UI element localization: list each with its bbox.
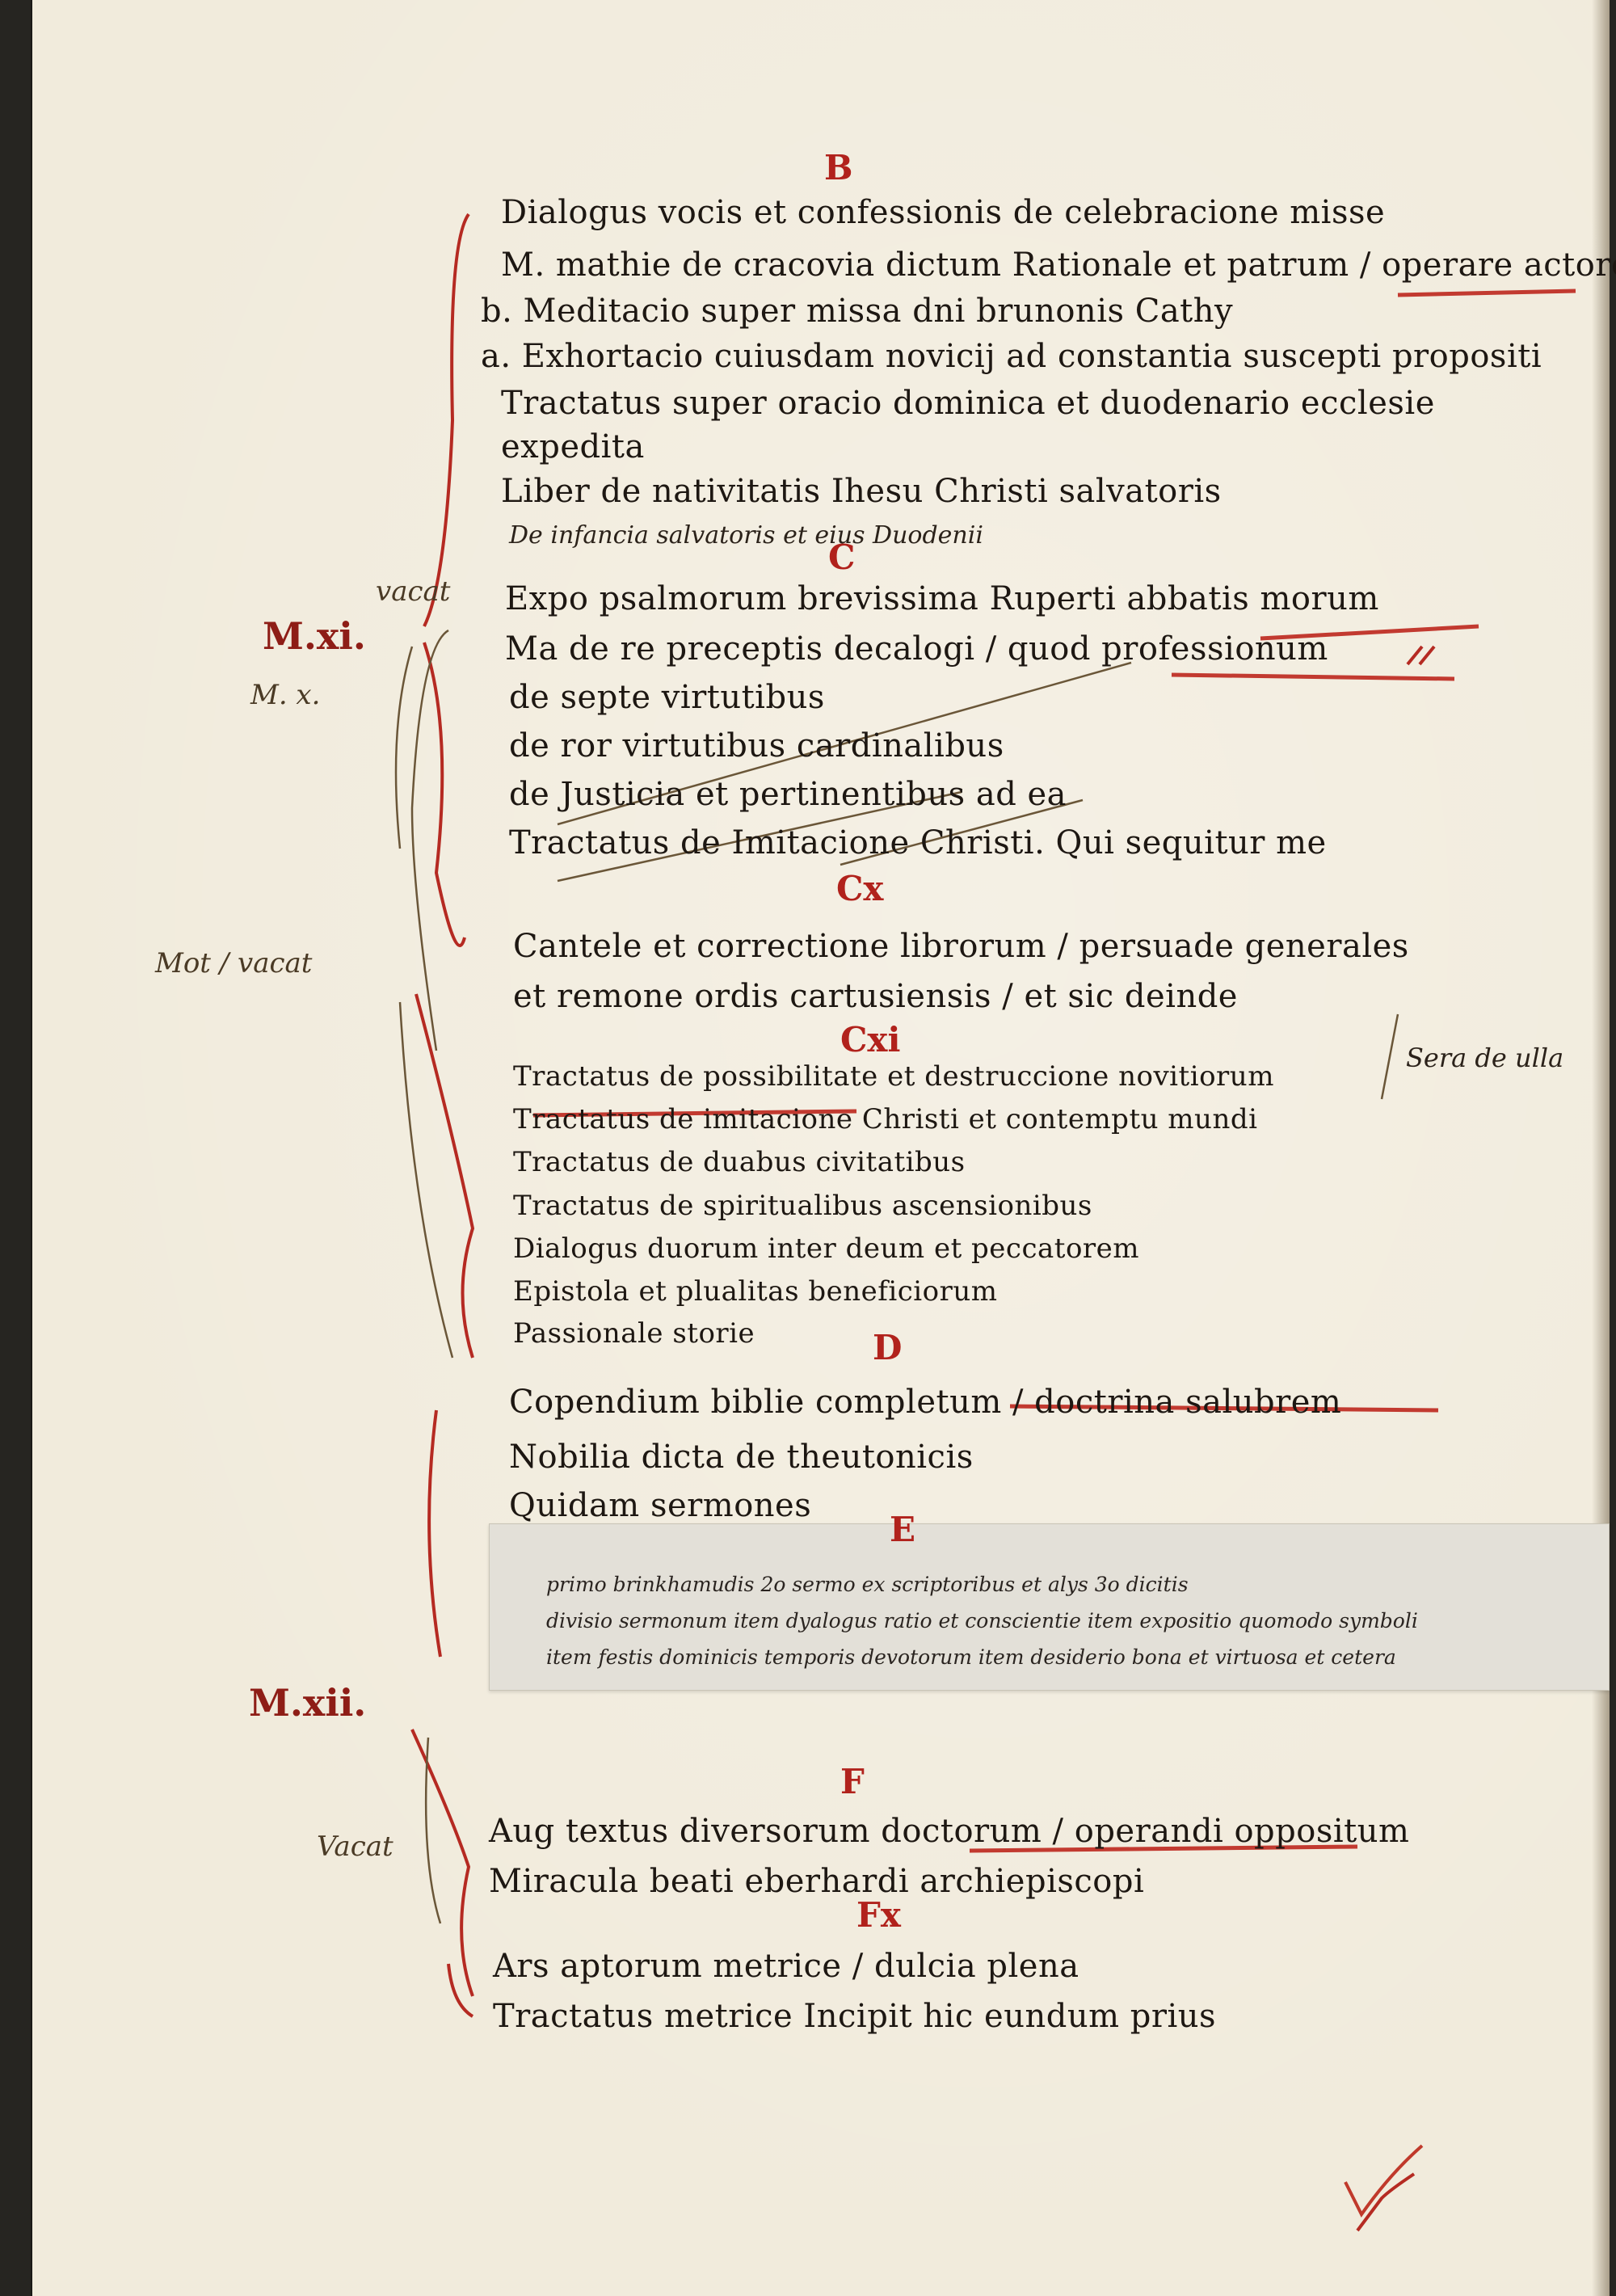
entry-line: Epistola et plualitas beneficiorum bbox=[513, 1275, 998, 1308]
entry-line: Dialogus duorum inter deum et peccatorem bbox=[513, 1232, 1140, 1265]
manuscript-page: M.xi. M.xii. vacat M. x. Mot / vacat Vac… bbox=[31, 0, 1616, 2296]
entry-line: Passionale storie bbox=[513, 1317, 755, 1350]
entry-line: Quidam sermones bbox=[509, 1487, 812, 1524]
entry-line: Expo psalmorum brevissima Ruperti abbati… bbox=[505, 580, 1379, 617]
section-heading-c: C bbox=[828, 537, 856, 577]
entry-line: Tractatus de imitacione Christi et conte… bbox=[513, 1103, 1258, 1135]
slip-line: divisio sermonum item dyalogus ratio et … bbox=[546, 1609, 1418, 1632]
entry-line: de Justicia et pertinentibus ad ea bbox=[509, 776, 1067, 813]
entry-line: Liber de nativitatis Ihesu Christi salva… bbox=[501, 473, 1222, 510]
shelfmark-mxii: M.xii. bbox=[249, 1681, 367, 1725]
section-heading-b: B bbox=[824, 148, 853, 187]
section-heading-d: D bbox=[873, 1328, 903, 1367]
margin-note-vacat-2: Vacat bbox=[317, 1830, 393, 1863]
entry-line: Aug textus diversorum doctorum / operand… bbox=[489, 1813, 1410, 1850]
entry-line: Dialogus vocis et confessionis de celebr… bbox=[501, 194, 1386, 231]
entry-line: Ma de re preceptis decalogi / quod profe… bbox=[505, 630, 1328, 668]
entry-line: Tractatus metrice Incipit hic eundum pri… bbox=[493, 1998, 1217, 2035]
shelfmark-mxi: M.xi. bbox=[263, 614, 366, 658]
entry-line: et remone ordis cartusiensis / et sic de… bbox=[513, 978, 1238, 1015]
pasted-paper-slip: E primo brinkhamudis 2o sermo ex scripto… bbox=[489, 1510, 1610, 1691]
section-heading-cx: Cx bbox=[836, 869, 884, 908]
margin-note-vacat: vacat bbox=[376, 575, 451, 608]
section-heading-cxi: Cxi bbox=[840, 1020, 901, 1060]
margin-note-mot-vacat: Mot / vacat bbox=[155, 947, 313, 979]
entry-line: Tractatus de spiritualibus ascensionibus bbox=[513, 1190, 1092, 1222]
entry-line: Miracula beati eberhardi archiepiscopi bbox=[489, 1863, 1145, 1900]
side-note-sera-de-ulla: Sera de ulla bbox=[1406, 1043, 1564, 1073]
entry-line: Tractatus super oracio dominica et duode… bbox=[501, 385, 1435, 422]
margin-note-mx: M. x. bbox=[250, 679, 321, 711]
entry-line: Tractatus de Imitacione Christi. Qui seq… bbox=[509, 824, 1327, 862]
entry-line: M. mathie de cracovia dictum Rationale e… bbox=[501, 246, 1616, 284]
entry-line: b. Meditacio super missa dni brunonis Ca… bbox=[481, 293, 1234, 330]
section-heading-f: F bbox=[840, 1762, 865, 1801]
page-gutter-shadow bbox=[1592, 0, 1610, 2296]
entry-line-interlinear: De infancia salvatoris et eius Duodenii bbox=[509, 521, 983, 550]
section-heading-e: E bbox=[890, 1510, 916, 1549]
entry-line: Cantele et correctione librorum / persua… bbox=[513, 928, 1409, 965]
entry-line: Tractatus de duabus civitatibus bbox=[513, 1146, 966, 1178]
slip-line: item festis dominicis temporis devotorum… bbox=[546, 1645, 1396, 1669]
entry-line: Ars aptorum metrice / dulcia plena bbox=[493, 1948, 1079, 1985]
entry-line: Tractatus de possibilitate et destruccio… bbox=[513, 1060, 1274, 1093]
entry-line: Nobilia dicta de theutonicis bbox=[509, 1439, 974, 1476]
entry-line: Copendium biblie completum / doctrina sa… bbox=[509, 1384, 1342, 1421]
entry-line: de ror virtutibus cardinalibus bbox=[509, 727, 1004, 765]
entry-line: de septe virtutibus bbox=[509, 679, 825, 716]
entry-line: a. Exhortacio cuiusdam novicij ad consta… bbox=[481, 338, 1542, 375]
entry-line: expedita bbox=[501, 428, 645, 466]
section-heading-fx: Fx bbox=[856, 1895, 901, 1935]
slip-line: primo brinkhamudis 2o sermo ex scriptori… bbox=[546, 1573, 1189, 1596]
